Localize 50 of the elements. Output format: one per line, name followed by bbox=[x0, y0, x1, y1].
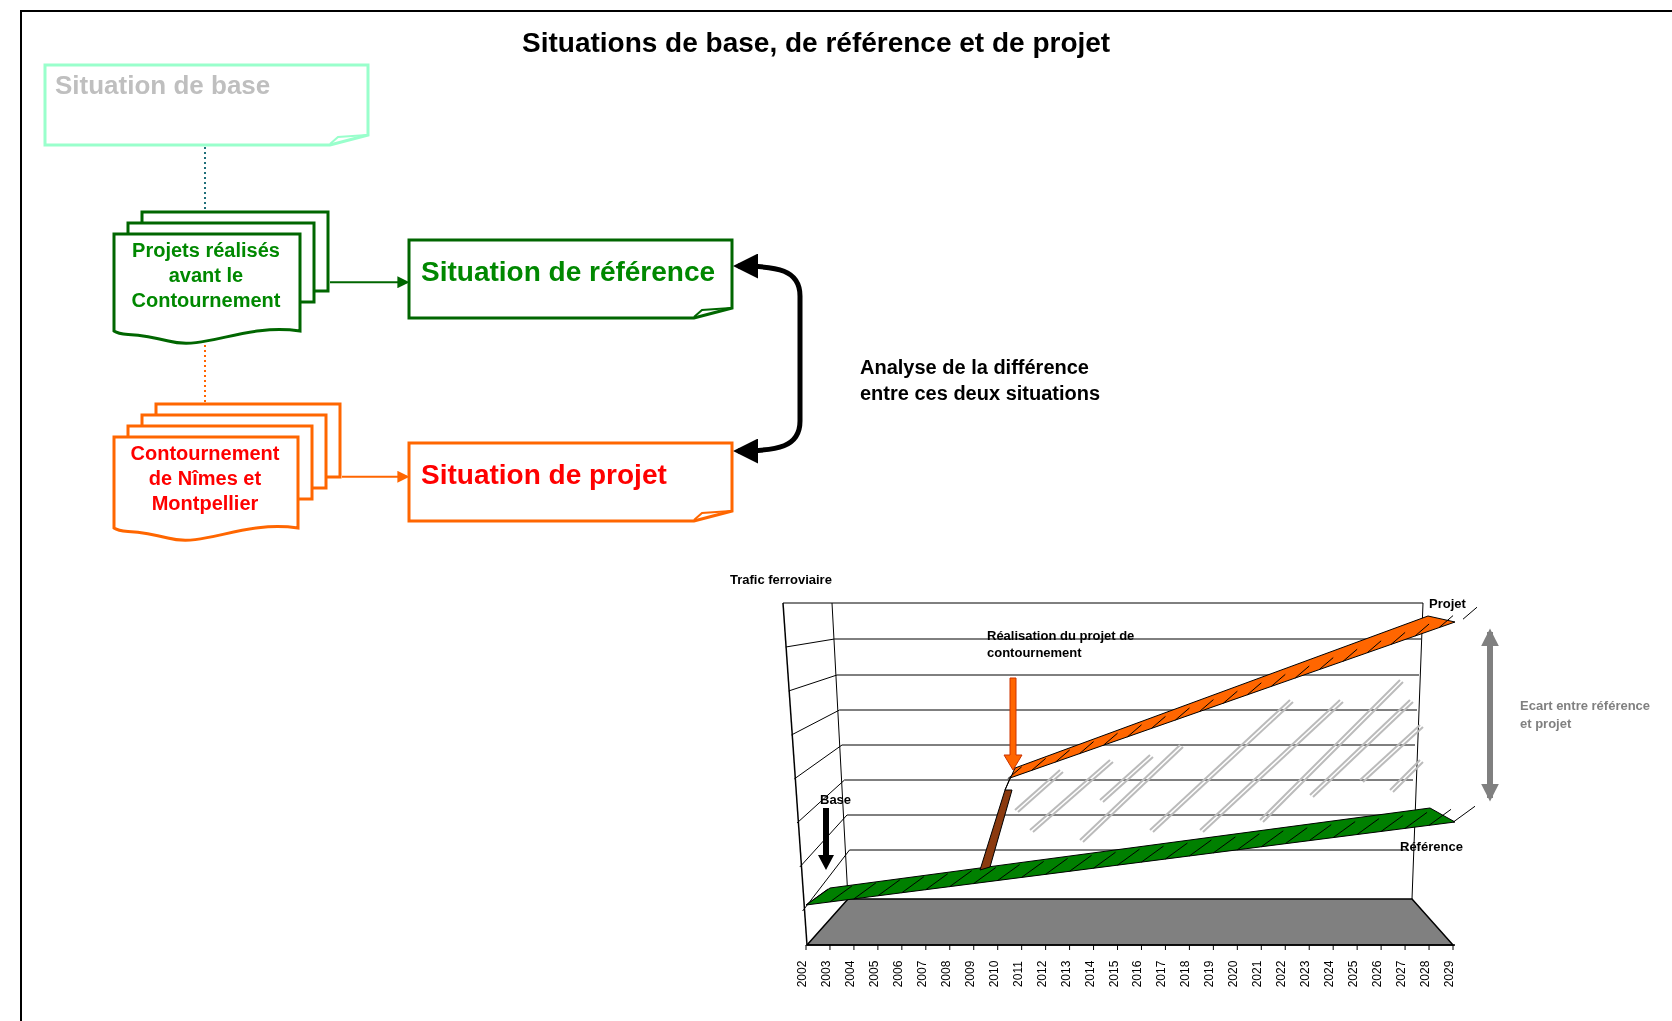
year-label: 2024 bbox=[1323, 960, 1336, 988]
document-shape bbox=[407, 238, 734, 320]
year-label: 2007 bbox=[916, 960, 929, 988]
annotation-text: Ecart entre référence et projet bbox=[1520, 697, 1652, 733]
edge-label: Analyse de la différence entre ces deux situations bbox=[860, 355, 1102, 406]
year-label: 2009 bbox=[964, 960, 977, 988]
node-label: Situation de référence bbox=[421, 255, 716, 289]
year-label: 2026 bbox=[1371, 960, 1384, 988]
year-label: 2029 bbox=[1443, 960, 1456, 988]
year-label: 2015 bbox=[1107, 960, 1120, 988]
node-label: Situation de base bbox=[55, 69, 271, 102]
year-label: 2025 bbox=[1347, 960, 1360, 988]
year-label: 2002 bbox=[796, 960, 809, 988]
document-shape bbox=[43, 63, 370, 147]
series-label: Référence bbox=[1400, 838, 1463, 856]
year-label: 2021 bbox=[1251, 960, 1264, 988]
node-label: Contournement de Nîmes et Montpellier bbox=[129, 441, 281, 516]
arrow bbox=[329, 276, 410, 289]
year-label: 2020 bbox=[1227, 960, 1240, 988]
year-label: 2022 bbox=[1275, 960, 1288, 988]
document-shape bbox=[407, 441, 734, 523]
year-label: 2027 bbox=[1395, 960, 1408, 988]
series-label: Projet bbox=[1429, 595, 1466, 613]
year-label: 2011 bbox=[1011, 961, 1024, 987]
year-label: 2017 bbox=[1155, 960, 1168, 988]
node-label: Situation de projet bbox=[421, 458, 667, 492]
year-label: 2012 bbox=[1036, 960, 1048, 988]
year-label: 2004 bbox=[844, 960, 857, 988]
year-label: 2006 bbox=[892, 960, 905, 988]
annotation-text: Réalisation du projet de contournement bbox=[987, 627, 1136, 661]
year-label: 2005 bbox=[868, 960, 881, 988]
year-label: 2028 bbox=[1419, 960, 1432, 988]
year-label: 2010 bbox=[988, 960, 1001, 988]
multi-document-shape bbox=[112, 210, 330, 345]
axis-title: Trafic ferroviaire bbox=[730, 571, 832, 589]
connector-line bbox=[204, 344, 206, 403]
year-label: 2016 bbox=[1131, 960, 1144, 988]
title: Situations de base, de référence et de projet bbox=[522, 26, 1111, 60]
arrow bbox=[341, 470, 410, 483]
connector-line bbox=[204, 146, 206, 211]
year-label: 2014 bbox=[1083, 960, 1096, 988]
multi-document-shape bbox=[112, 402, 342, 542]
year-label: 2003 bbox=[820, 960, 833, 988]
year-label: 2013 bbox=[1059, 960, 1072, 988]
year-label: 2019 bbox=[1203, 960, 1216, 988]
node-label: Projets réalisés avant le Contournement bbox=[130, 238, 282, 313]
year-label: 2023 bbox=[1299, 960, 1312, 988]
arrow bbox=[733, 253, 803, 464]
year-label: 2018 bbox=[1179, 960, 1192, 988]
year-label: 2008 bbox=[940, 960, 953, 988]
